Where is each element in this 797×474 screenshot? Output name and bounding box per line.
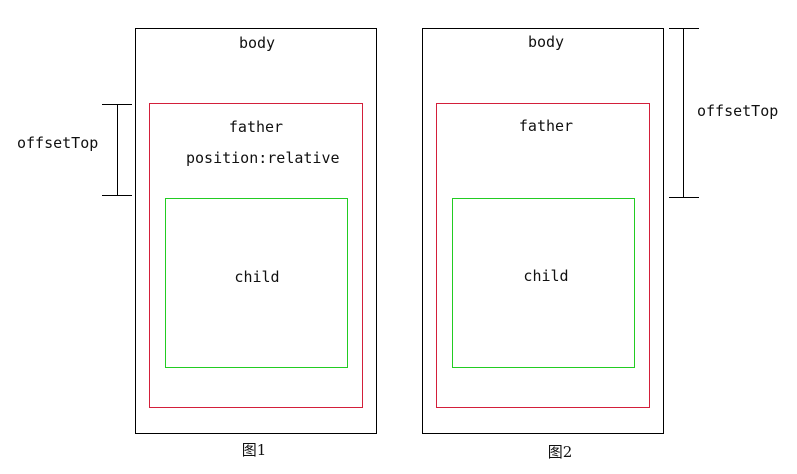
- fig2-child-box: [452, 198, 635, 368]
- fig1-offset-vertical-line: [117, 104, 118, 195]
- fig2-body-box: [422, 28, 664, 434]
- fig1-child-box: [165, 198, 348, 368]
- fig2-offset-bottom-tick: [669, 197, 699, 198]
- fig2-offset-top-tick: [669, 28, 699, 29]
- fig2-caption: 图2: [547, 443, 573, 461]
- fig1-father-label: father: [228, 118, 284, 136]
- fig2-child-label: child: [523, 267, 569, 285]
- fig1-offset-bottom-tick: [102, 195, 132, 196]
- fig2-offset-vertical-line: [683, 28, 684, 197]
- fig2-father-label: father: [518, 117, 574, 135]
- fig1-father-box: [149, 103, 363, 408]
- fig1-body-label: body: [238, 34, 276, 52]
- fig1-child-label: child: [234, 268, 280, 286]
- fig2-body-label: body: [527, 33, 565, 51]
- fig1-father-style-label: position:relative: [186, 149, 340, 167]
- fig2-offset-label: offsetTop: [697, 102, 779, 120]
- fig2-father-box: [436, 103, 650, 408]
- fig1-caption: 图1: [241, 441, 267, 459]
- fig1-offset-label: offsetTop: [17, 134, 99, 152]
- fig1-body-box: [135, 28, 377, 434]
